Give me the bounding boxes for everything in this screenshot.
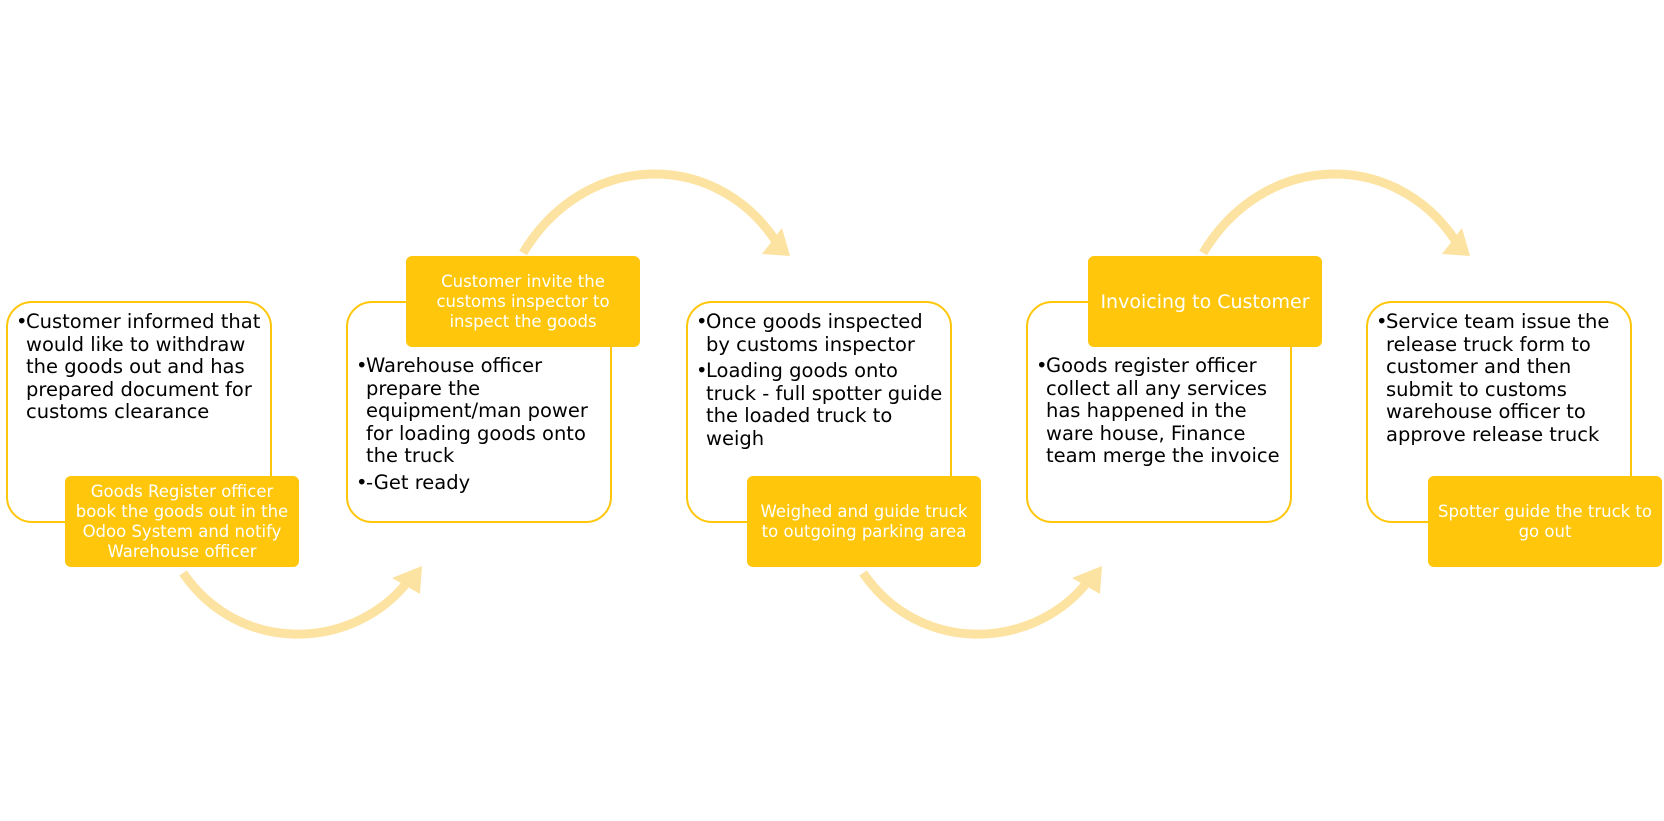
flow-arrow-4-5	[1199, 169, 1459, 256]
arrowhead-4-5	[1442, 228, 1470, 256]
step-5-title: Spotter guide the truck to go out	[1428, 476, 1662, 567]
step-5-card: Service team issue the release truck for…	[1366, 301, 1632, 523]
step-1-title: Goods Register officer book the goods ou…	[65, 476, 299, 567]
step-2-bullet-2: -Get ready	[356, 471, 604, 495]
arrowhead-3-4	[1072, 566, 1102, 594]
flow-arrow-1-2	[179, 570, 409, 639]
step-3-bullet-1: Once goods inspected by customs inspecto…	[696, 310, 946, 356]
step-3-bullet-2: Loading goods onto truck - full spotter …	[696, 359, 946, 450]
step-2-title: Customer invite the customs inspector to…	[406, 256, 640, 347]
flow-arrow-3-4	[859, 570, 1089, 639]
step-2-bullet-1: Warehouse officer prepare the equipment/…	[356, 354, 604, 468]
step-5-bullet-1: Service team issue the release truck for…	[1376, 310, 1626, 446]
step-4-title: Invoicing to Customer	[1088, 256, 1322, 347]
arrowhead-2-3	[762, 228, 790, 256]
step-4-bullet-1: Goods register officer collect all any s…	[1036, 354, 1286, 468]
step-1-bullet-1: Customer informed that would like to wit…	[16, 310, 264, 424]
flow-arrow-2-3	[519, 169, 779, 256]
step-3-title: Weighed and guide truck to outgoing park…	[747, 476, 981, 567]
arrowhead-1-2	[392, 566, 422, 594]
